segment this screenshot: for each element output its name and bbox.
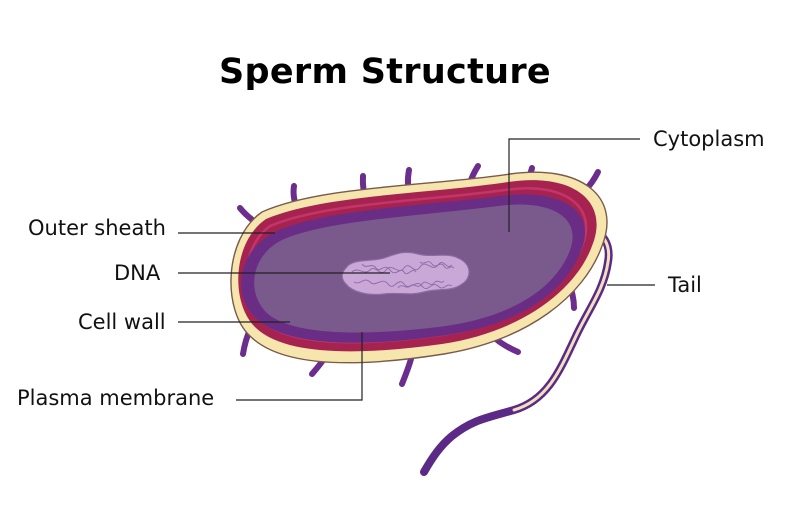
label-dna: DNA — [114, 261, 161, 285]
label-cytoplasm: Cytoplasm — [653, 127, 765, 151]
leader-line-plasma-membrane — [236, 332, 363, 401]
label-plasma-membrane: Plasma membrane — [17, 386, 215, 410]
leader-line-cytoplasm — [508, 138, 640, 232]
leader-lines — [178, 138, 655, 401]
label-tail: Tail — [668, 273, 702, 297]
diagram-title: Sperm Structure — [219, 52, 551, 92]
label-outer-sheath: Outer sheath — [28, 216, 166, 240]
dna-strands — [351, 261, 455, 289]
label-cell-wall: Cell wall — [78, 310, 166, 334]
